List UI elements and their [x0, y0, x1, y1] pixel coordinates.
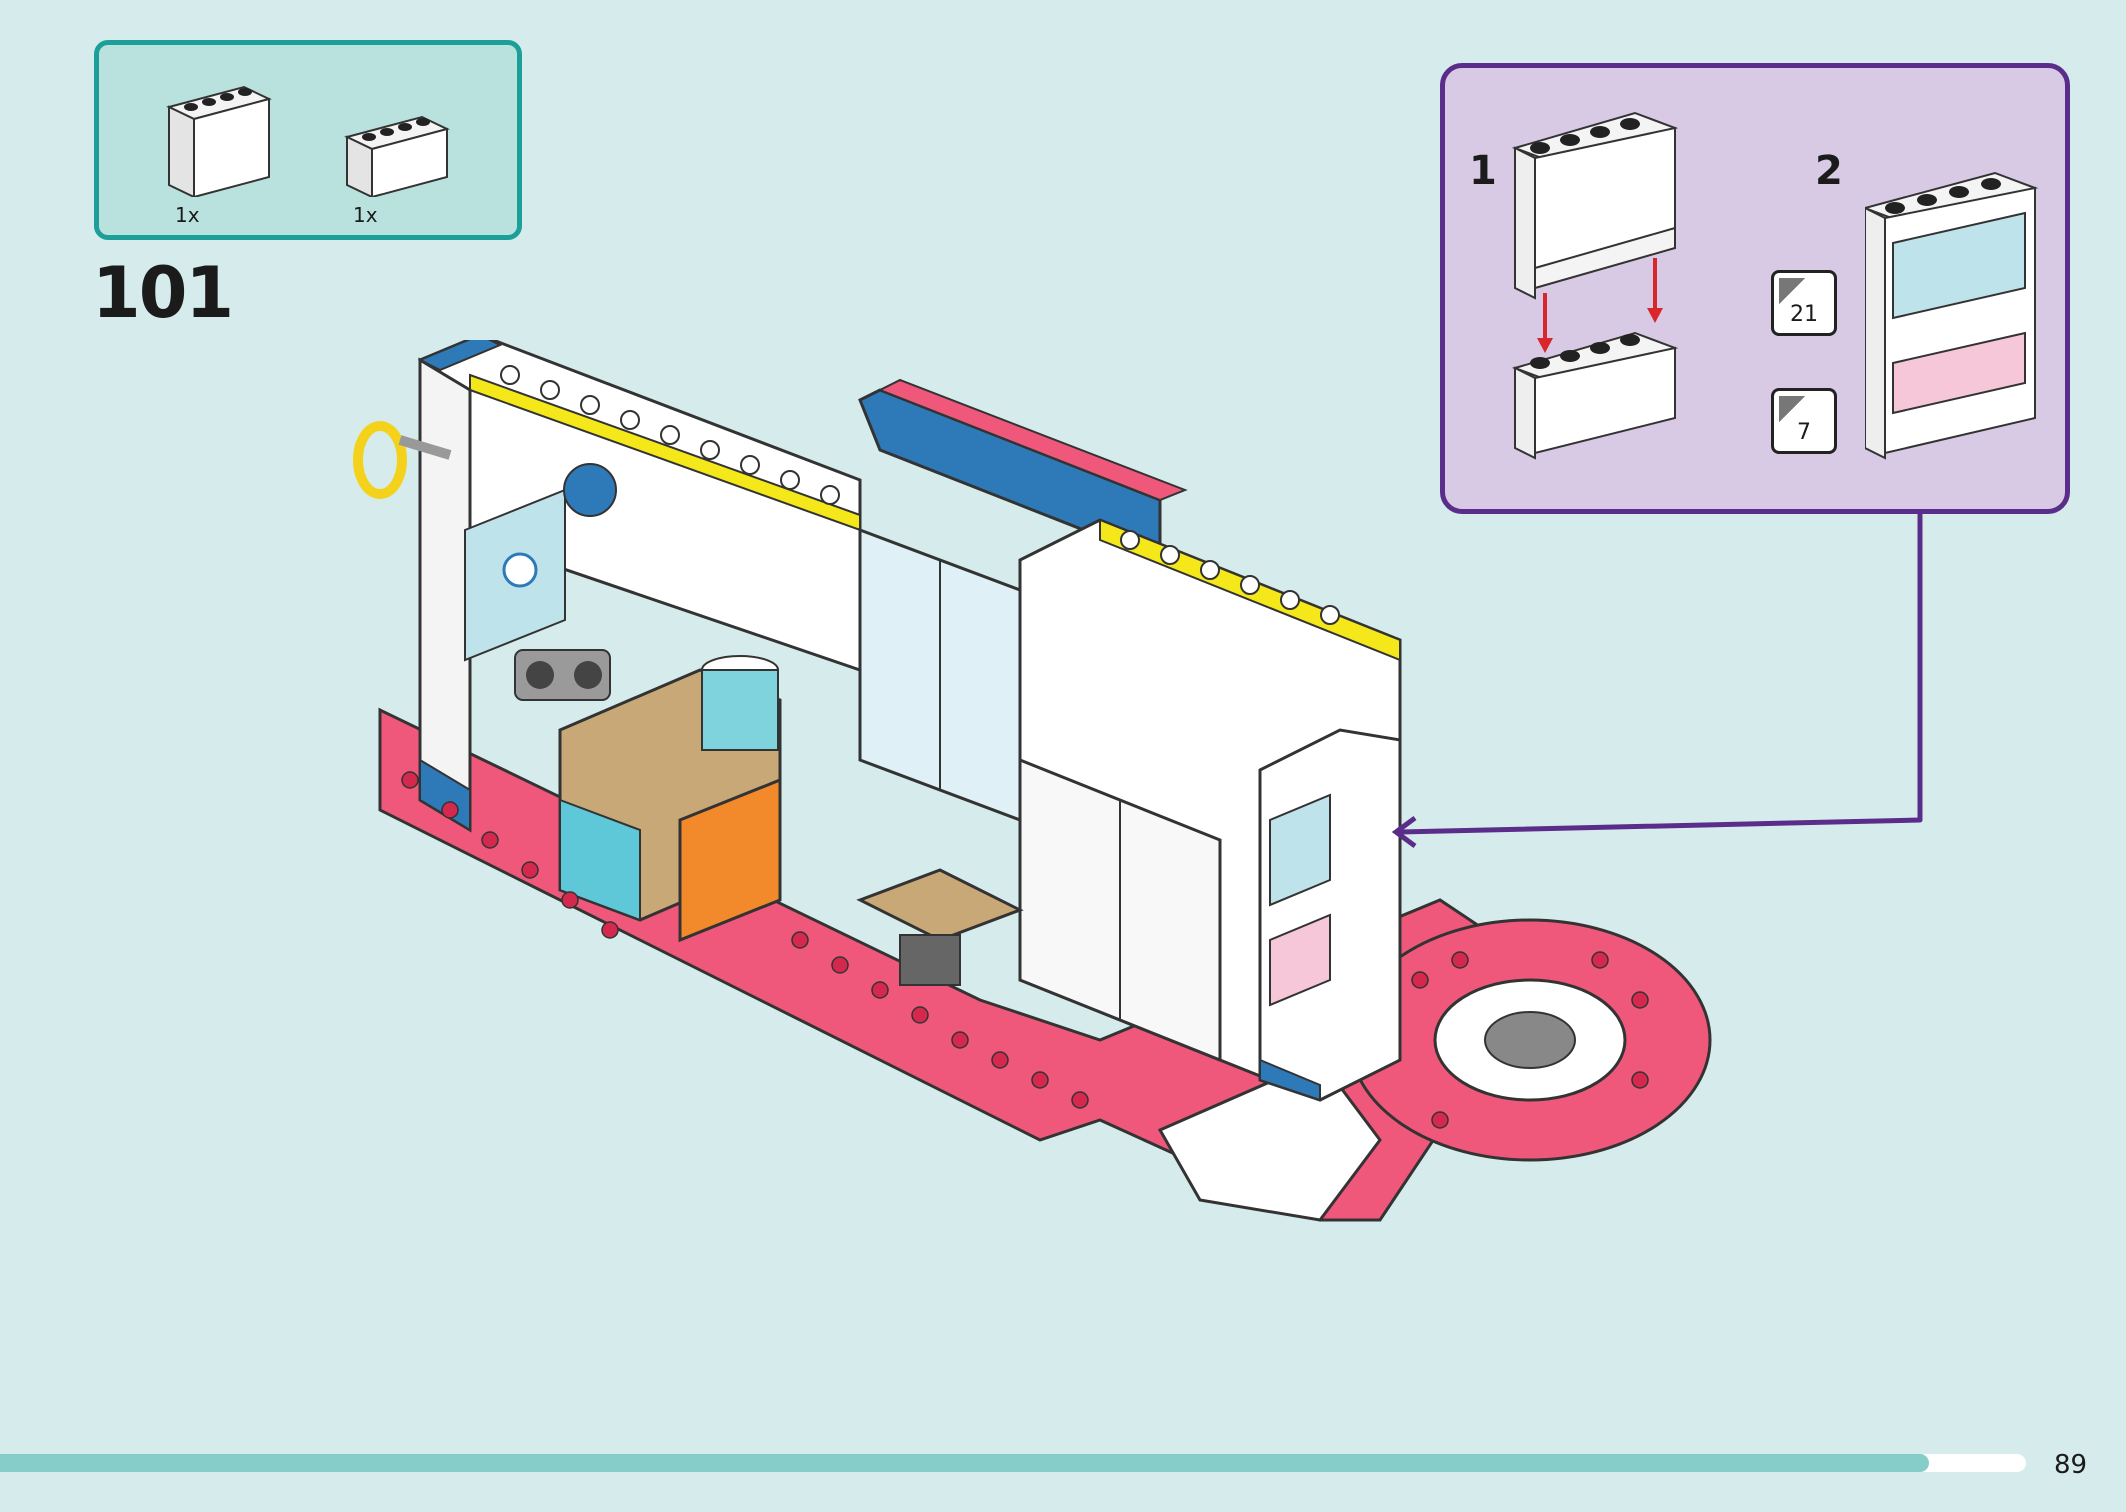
part-panel-tall: 1x — [149, 67, 299, 227]
sub-step-label: 1 — [1469, 148, 1497, 194]
sticker-icon — [1779, 396, 1805, 422]
sub-step-2-illustration — [1865, 171, 2039, 460]
sub-step-label: 2 — [1815, 148, 1843, 194]
sub-step-1-illustration — [1511, 111, 1679, 460]
part-panel-short: 1x — [327, 67, 477, 227]
step-number: 101 — [92, 252, 234, 334]
sticker-number: 21 — [1790, 302, 1818, 327]
sticker-number: 7 — [1797, 420, 1811, 445]
parts-list-box: 1x 1x — [94, 40, 522, 240]
panel-tall-icon — [166, 85, 272, 197]
part-qty: 1x — [353, 203, 378, 227]
progress-fill — [0, 1454, 1929, 1472]
model-illustration — [353, 340, 1712, 1222]
part-qty: 1x — [175, 203, 200, 227]
panel-short-icon — [344, 115, 450, 197]
page-number: 89 — [2054, 1450, 2088, 1480]
sticker-ref-7: 7 — [1771, 388, 1837, 454]
progress-bar — [0, 1454, 2026, 1472]
sticker-icon — [1779, 278, 1805, 304]
sticker-ref-21: 21 — [1771, 270, 1837, 336]
sub-assembly-box: 1 2 21 7 — [1440, 63, 2070, 514]
